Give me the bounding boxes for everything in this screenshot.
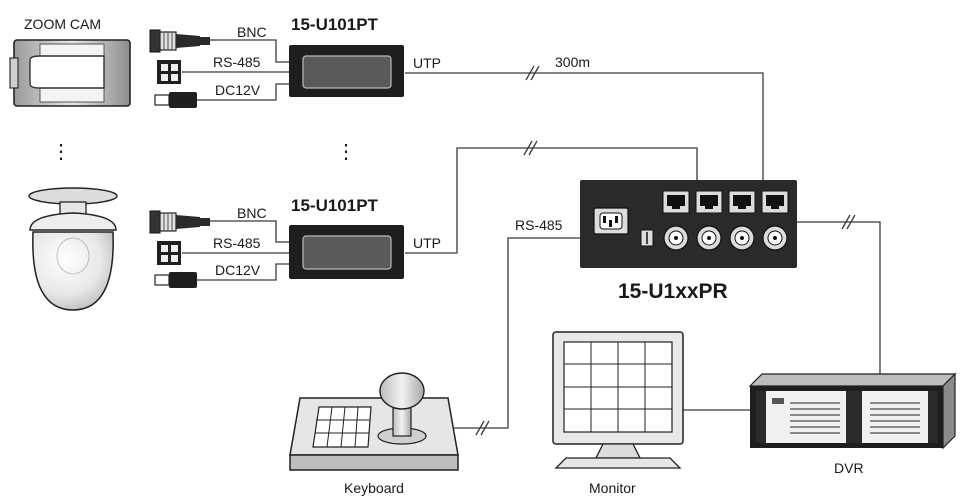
- utp-label-bottom: UTP: [413, 235, 441, 251]
- bnc-port-icon: [696, 225, 722, 251]
- monitor-label: Monitor: [589, 480, 636, 496]
- keyboard-controller-icon: [289, 372, 459, 471]
- wire-bottom-utp: [405, 140, 698, 254]
- zoom-camera-icon: [9, 39, 131, 107]
- bnc-port-icon: [729, 225, 755, 251]
- keyboard-label: Keyboard: [344, 480, 404, 496]
- dc-plug-icon: [154, 92, 197, 108]
- wire-hub-dvr: [797, 214, 881, 386]
- transceiver-box: [289, 225, 404, 279]
- rs485-terminal-icon: [157, 60, 181, 84]
- utp-label-top: UTP: [413, 55, 441, 71]
- dvr-icon: [748, 372, 957, 450]
- rs485-label-bottom: RS-485: [213, 235, 261, 251]
- dc-label-top: DC12V: [215, 82, 261, 98]
- rj45-port-icon: [662, 190, 690, 214]
- rj45-port-icon: [695, 190, 723, 214]
- bnc-label-top: BNC: [237, 24, 267, 40]
- power-socket-icon: [593, 207, 629, 235]
- distance-label: 300m: [555, 54, 590, 70]
- hub-model-label: 15-U1xxPR: [618, 280, 728, 303]
- dc-plug-icon: [154, 272, 197, 288]
- rj45-port-icon: [761, 190, 789, 214]
- wires-bottom-connectors: [182, 220, 289, 281]
- transceiver-box: [289, 45, 404, 97]
- vertical-ellipsis-middle: ⋮: [336, 141, 356, 163]
- bnc-port-icon: [663, 225, 689, 251]
- bnc-label-bottom: BNC: [237, 205, 267, 221]
- bnc-port-icon: [762, 225, 788, 251]
- vertical-ellipsis-left: ⋮: [51, 141, 71, 163]
- wire-rs485-keyboard: [440, 237, 580, 436]
- transceiver-model-top: 15-U101PT: [291, 15, 379, 34]
- bnc-connector-icon: [149, 29, 210, 53]
- bnc-connector-icon: [149, 210, 210, 234]
- rj45-port-icon: [728, 190, 756, 214]
- wires-top-connectors: [182, 39, 289, 101]
- monitor-icon: [552, 331, 684, 469]
- dvr-label: DVR: [834, 460, 864, 476]
- zoom-cam-label: ZOOM CAM: [24, 16, 101, 32]
- wire-top-utp: [405, 65, 764, 180]
- receiver-hub: [580, 180, 797, 268]
- dome-camera-icon: [28, 187, 118, 311]
- dc-label-bottom: DC12V: [215, 262, 261, 278]
- rs485-label-hub: RS-485: [515, 217, 563, 233]
- rs485-terminal-icon: [157, 241, 181, 265]
- rs485-label-top: RS-485: [213, 54, 261, 70]
- transceiver-model-bottom: 15-U101PT: [291, 196, 379, 215]
